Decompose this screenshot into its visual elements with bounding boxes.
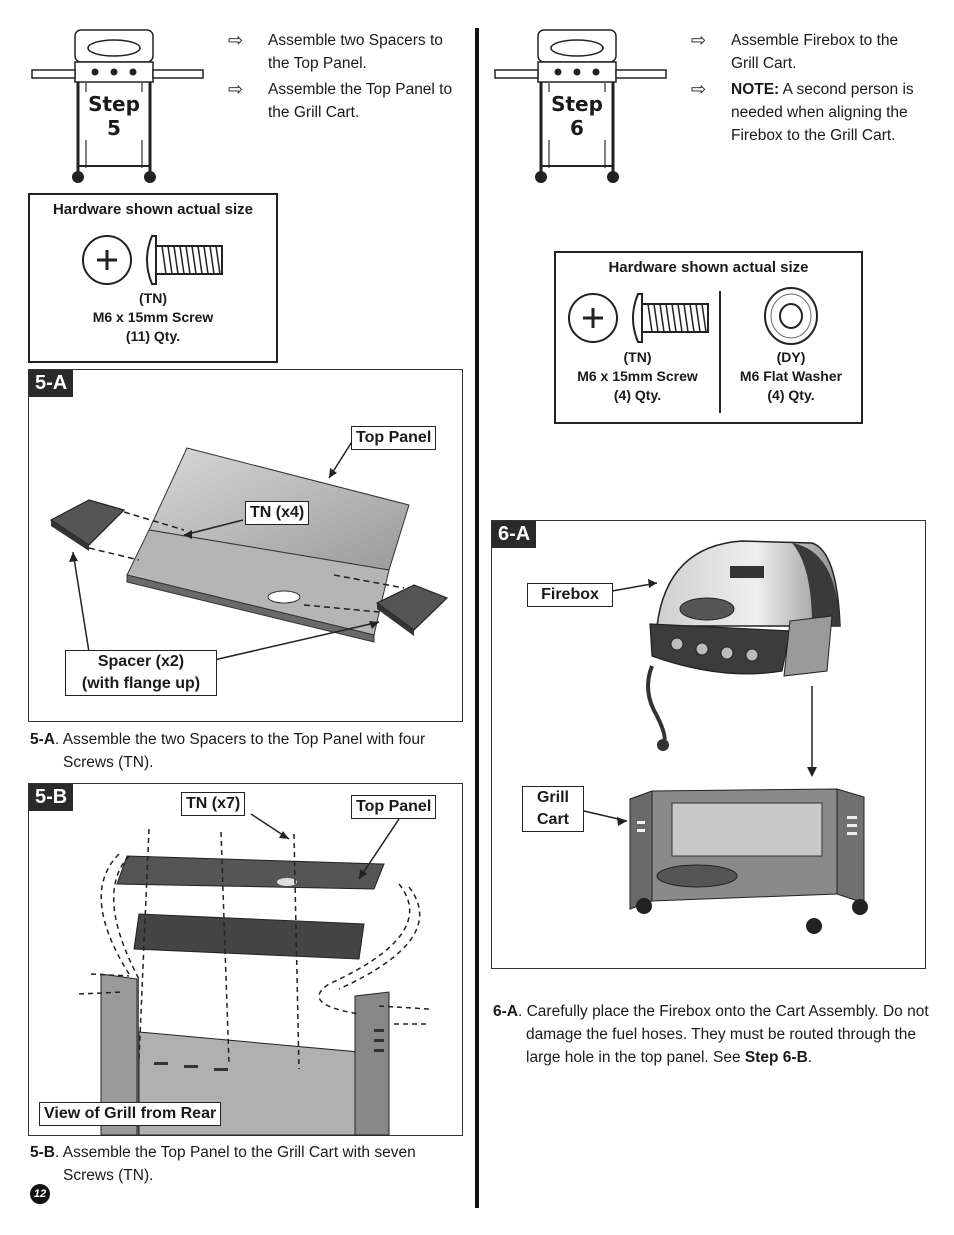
instruction-bullet: ⇨ NOTE: A second person is needed when a… xyxy=(691,79,914,144)
callout-spacer: Spacer (x2) (with flange up) xyxy=(65,650,217,696)
figure-panel-5b: 5-B TN (x7) xyxy=(28,783,463,1136)
hardware-caption: (TN) M6 x 15mm Screw (4) Qty. xyxy=(577,349,698,403)
callout-top-panel: Top Panel xyxy=(351,426,437,450)
panel-tag: 5-A xyxy=(29,370,74,397)
column-divider xyxy=(475,28,479,1208)
grill-step-icon xyxy=(31,29,204,183)
caption-5b: 5-B. Assemble the Top Panel to the Grill… xyxy=(30,1144,416,1184)
figure-panel-6a: 6-A Firebox xyxy=(491,520,926,969)
caption-6a: 6-A. Carefully place the Firebox onto th… xyxy=(493,1003,929,1066)
panel-tag: 5-B xyxy=(29,784,74,811)
step-number: 6 xyxy=(570,116,584,140)
step-word: Step xyxy=(551,92,603,116)
hollow-right-arrow-icon: ⇨ xyxy=(691,30,707,50)
hardware-title: Hardware shown actual size xyxy=(608,259,809,276)
callout-view-label: View of Grill from Rear xyxy=(39,1102,222,1126)
screw-icon xyxy=(82,235,223,285)
grill-step-icon xyxy=(494,29,667,183)
hardware-box: Hardware shown actual size (TN) M6 x 15m… xyxy=(554,251,863,424)
hollow-right-arrow-icon: ⇨ xyxy=(691,79,707,99)
callout-grill-cart: Grill Cart xyxy=(522,786,584,832)
step-word: Step xyxy=(88,92,140,116)
step-label: Step 5 xyxy=(85,92,143,140)
screw-icon xyxy=(568,293,709,343)
hollow-right-arrow-icon: ⇨ xyxy=(228,30,244,50)
step-number: 5 xyxy=(107,116,121,140)
callout-firebox: Firebox xyxy=(527,583,613,607)
panel-tag: 6-A xyxy=(492,521,537,548)
figure-panel-5a: 5-A Top Panel TN (x4) xyxy=(28,369,463,722)
callout-tn-screws: TN (x7) xyxy=(181,792,246,816)
hardware-title: Hardware shown actual size xyxy=(52,201,254,218)
top-panel-illustration xyxy=(49,439,449,661)
step-label: Step 6 xyxy=(548,92,606,140)
hardware-separator xyxy=(719,291,721,413)
callout-top-panel: Top Panel xyxy=(351,795,437,819)
cart-rear-illustration xyxy=(78,813,430,1136)
page-number: 12 xyxy=(30,1184,50,1204)
washer-icon xyxy=(764,287,818,345)
hardware-box: Hardware shown actual size (TN) M6 x 15m… xyxy=(28,193,278,363)
firebox-cart-illustration xyxy=(583,540,868,934)
caption-5a: 5-A. Assemble the two Spacers to the Top… xyxy=(30,731,426,771)
hardware-caption: (TN) M6 x 15mm Screw (11) Qty. xyxy=(92,290,214,344)
hollow-right-arrow-icon: ⇨ xyxy=(228,79,244,99)
callout-tn-screws: TN (x4) xyxy=(245,501,310,525)
hardware-caption: (DY) M6 Flat Washer (4) Qty. xyxy=(739,349,843,403)
